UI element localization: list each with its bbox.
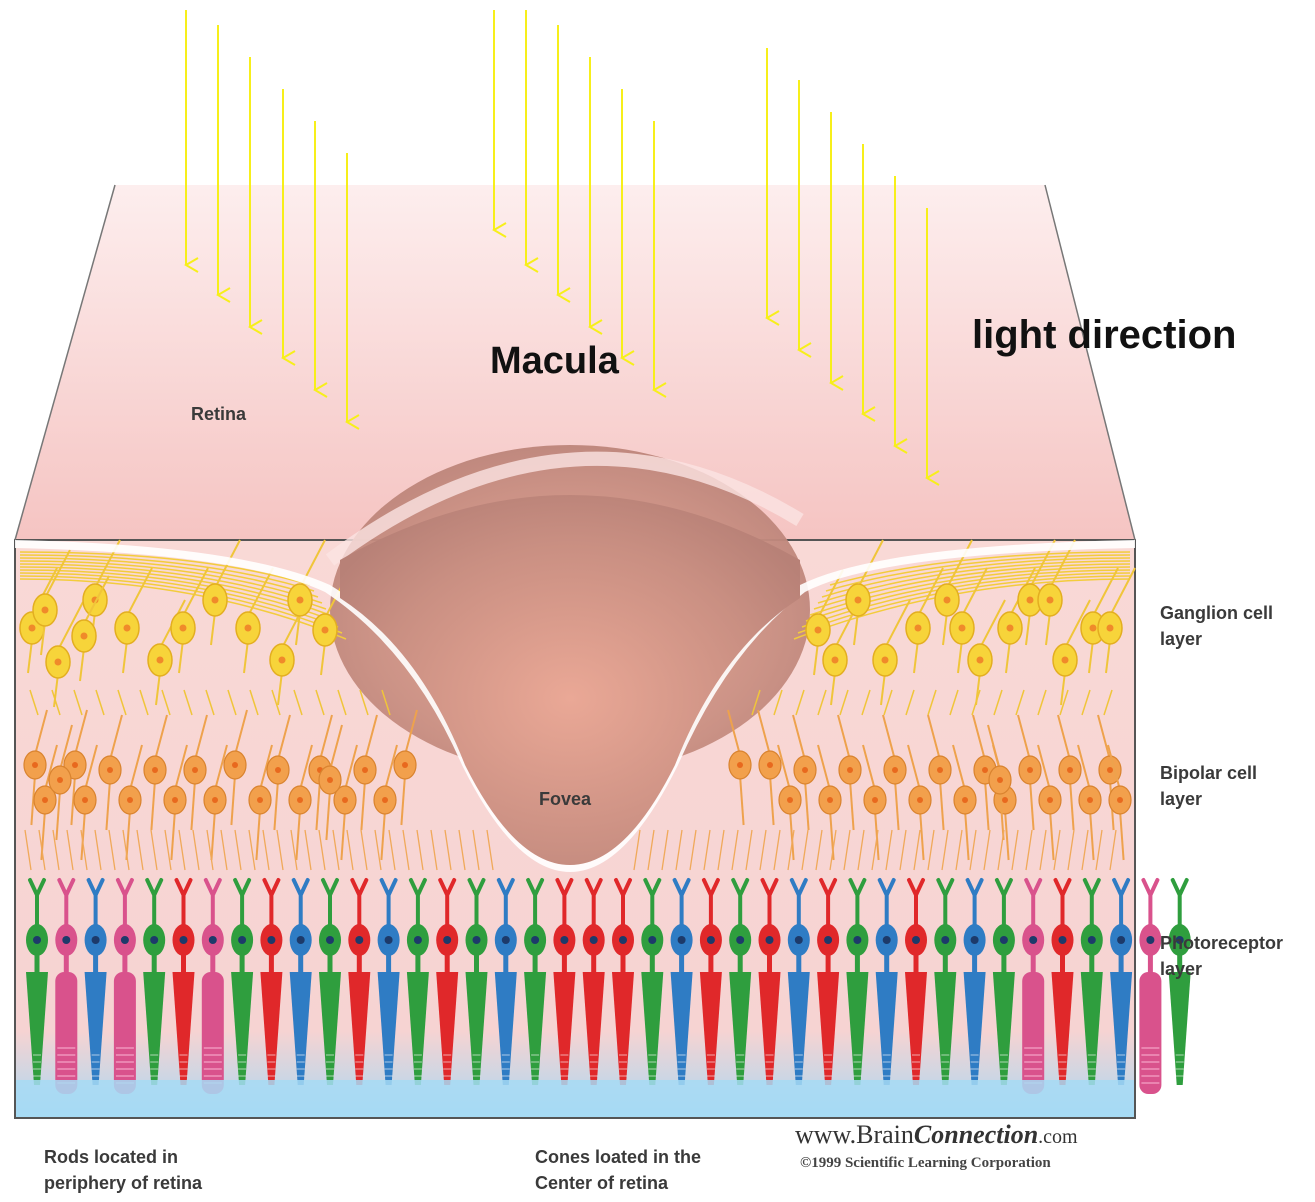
copyright: ©1999 Scientific Learning Corporation (800, 1155, 1051, 1172)
choroid-band (16, 1080, 1134, 1117)
bipolar-layer-label: Bipolar cell layer (1160, 760, 1257, 812)
ganglion-layer-label: Ganglion cell layer (1160, 600, 1273, 652)
photoreceptor-layer-label: Photoreceptor layer (1160, 930, 1283, 982)
macula-label: Macula (490, 340, 619, 383)
credit-url: www.BrainConnection.com (795, 1120, 1078, 1150)
rod-cell (1139, 880, 1161, 1094)
cones-caption: Cones loated in the Center of retina (535, 1144, 701, 1196)
cone-cell (1169, 880, 1191, 1085)
rods-caption: Rods located in periphery of retina (44, 1144, 202, 1196)
fovea-label: Fovea (539, 786, 591, 812)
light-direction-label: light direction (972, 313, 1236, 358)
retina-label: Retina (191, 401, 246, 427)
